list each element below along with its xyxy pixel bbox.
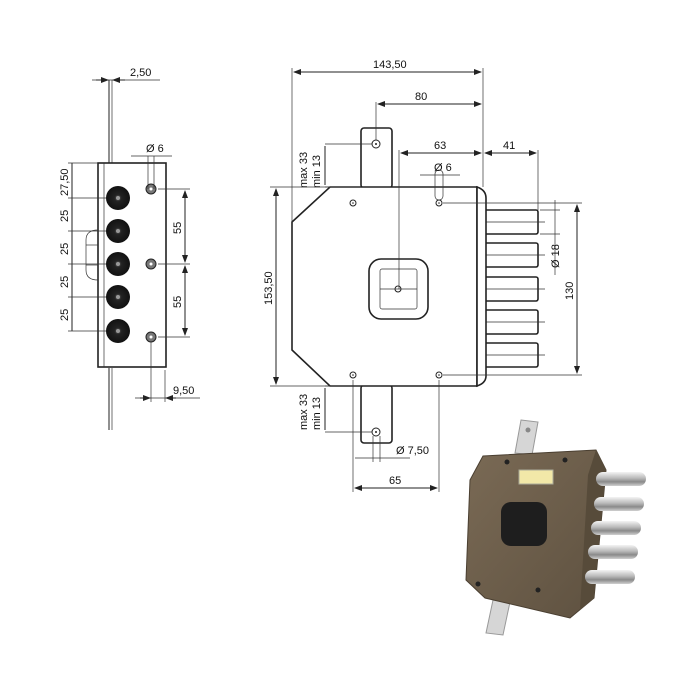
lock-photo (465, 419, 646, 636)
front-view: 143,50 80 63 41 Ø 6 max 33 min 13 153,50… (263, 59, 582, 492)
dim-strike-hole-dia: Ø 7,50 (396, 445, 429, 457)
dim-screw-hole-dia: Ø 6 (434, 162, 452, 174)
dim-screw-to-edge: 63 (434, 140, 446, 152)
side-bolts (106, 186, 130, 343)
front-bolts (476, 209, 545, 368)
dim-strike-top-max: max 33 (298, 152, 310, 188)
dim-bolt-span: 130 (564, 282, 576, 300)
dim-bolt-projection: 41 (503, 140, 515, 152)
dim-strike-bottom-max: max 33 (298, 394, 310, 430)
dim-edge-offset: 9,50 (173, 385, 194, 397)
dim-bolt-spacing-4: 25 (59, 309, 71, 321)
dim-overall-width: 143,50 (373, 59, 407, 71)
side-view: 2,50 Ø 6 (59, 67, 200, 430)
dim-strike-bottom-min: min 13 (311, 397, 323, 430)
dim-bolt-spacing-2: 25 (59, 243, 71, 255)
dim-key-to-edge: 80 (415, 91, 427, 103)
dim-top-offset: 2,50 (130, 67, 151, 79)
side-screw-holes (145, 183, 157, 343)
dim-bolt-spacing-1: 25 (59, 210, 71, 222)
dim-first-bolt: 27,50 (59, 168, 71, 196)
dim-screw-spacing-1: 55 (172, 222, 184, 234)
dim-overall-height: 153,50 (263, 271, 275, 305)
dim-strike-top-min: min 13 (311, 155, 323, 188)
dim-strike-width: 65 (389, 475, 401, 487)
photo-bolts (585, 472, 646, 584)
dim-bolt-spacing-3: 25 (59, 276, 71, 288)
dim-screw-spacing-2: 55 (172, 296, 184, 308)
dim-hole-dia: Ø 6 (146, 143, 164, 155)
dim-bolt-dia: Ø 18 (550, 244, 562, 268)
